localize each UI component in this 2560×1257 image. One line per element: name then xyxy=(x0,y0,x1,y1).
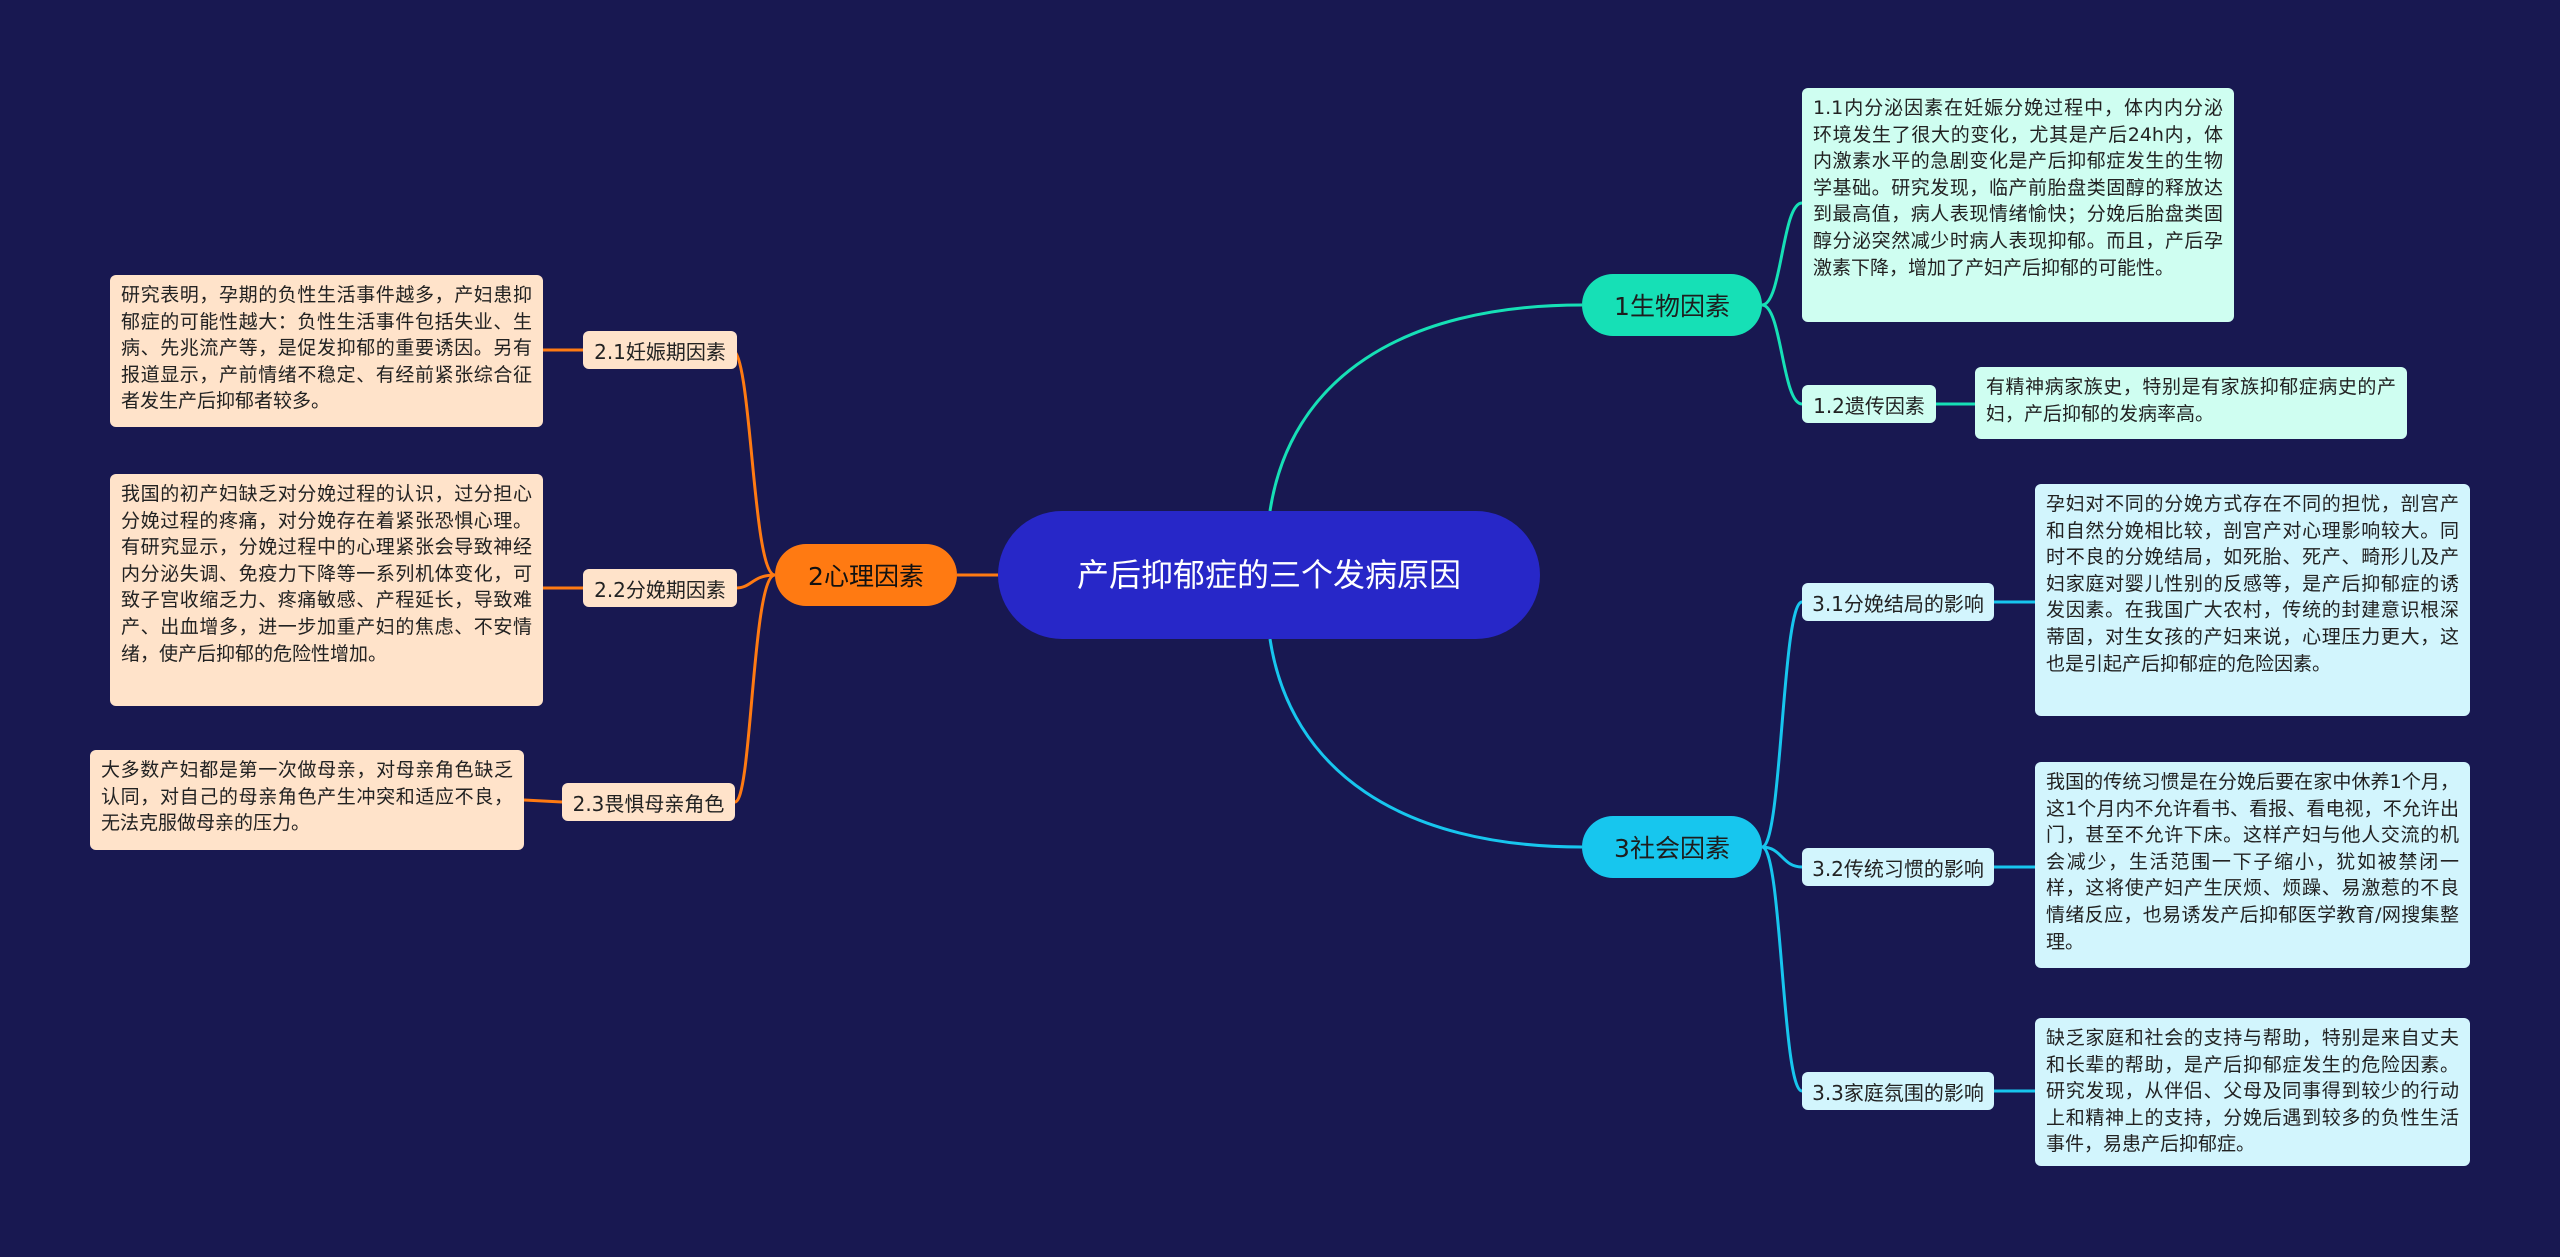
sub-2-2-delivery[interactable]: 2.2分娩期因素 xyxy=(583,569,737,607)
sub-3-1-delivery-outcome[interactable]: 3.1分娩结局的影响 xyxy=(1802,583,1994,621)
link-bio-1-2 xyxy=(1761,303,1803,406)
link-bio-1-1 xyxy=(1761,201,1803,307)
root-topic[interactable]: 产后抑郁症的三个发病原因 xyxy=(998,511,1540,639)
leaf-2-3-mother-role[interactable]: 大多数产妇都是第一次做母亲，对母亲角色缺乏认同，对自己的母亲角色产生冲突和适应不… xyxy=(90,750,524,850)
branch-biological-factors[interactable]: 1生物因素 xyxy=(1582,274,1762,336)
leaf-3-1-delivery-outcome[interactable]: 孕妇对不同的分娩方式存在不同的担忧，剖宫产和自然分娩相比较，剖宫产对心理影响较大… xyxy=(2035,484,2470,716)
sub-1-2-genetic[interactable]: 1.2遗传因素 xyxy=(1802,385,1936,423)
leaf-2-1-pregnancy[interactable]: 研究表明，孕期的负性生活事件越多，产妇患抑郁症的可能性越大：负性生活事件包括失业… xyxy=(110,275,543,427)
link-social-3-3 xyxy=(1761,845,1803,1093)
leaf-3-3-family-atmosphere[interactable]: 缺乏家庭和社会的支持与帮助，特别是来自丈夫和长辈的帮助，是产后抑郁症发生的危险因… xyxy=(2035,1018,2470,1166)
branch-social-factors[interactable]: 3社会因素 xyxy=(1582,816,1762,878)
link-psych-2-1 xyxy=(731,348,776,577)
link-root-bio xyxy=(1268,303,1583,512)
leaf-3-2-traditional-customs[interactable]: 我国的传统习惯是在分娩后要在家中休养1个月，这1个月内不允许看书、看报、看电视，… xyxy=(2035,762,2470,968)
link-root-social xyxy=(1268,638,1583,849)
leaf-1-2-genetic[interactable]: 有精神病家族史，特别是有家族抑郁症病史的产妇，产后抑郁的发病率高。 xyxy=(1975,367,2407,439)
sub-3-2-traditional-customs[interactable]: 3.2传统习惯的影响 xyxy=(1802,848,1994,886)
link-social-3-2 xyxy=(1761,845,1803,869)
sub-1-1-endocrine[interactable]: 1.1内分泌因素在妊娠分娩过程中，体内内分泌环境发生了很大的变化，尤其是产后24… xyxy=(1802,88,2234,322)
sub-2-1-pregnancy[interactable]: 2.1妊娠期因素 xyxy=(583,331,737,369)
link-social-3-1 xyxy=(1761,600,1803,849)
leaf-2-2-delivery[interactable]: 我国的初产妇缺乏对分娩过程的认识，过分担心分娩过程的疼痛，对分娩存在着紧张恐惧心… xyxy=(110,474,543,706)
link-psych-2-3 xyxy=(733,573,776,804)
branch-psychological-factors[interactable]: 2心理因素 xyxy=(775,544,957,606)
sub-3-3-family-atmosphere[interactable]: 3.3家庭氛围的影响 xyxy=(1802,1072,1994,1110)
link-psych-2-2 xyxy=(735,573,776,590)
link-psych-2-3-leaf xyxy=(523,798,563,804)
sub-2-3-mother-role[interactable]: 2.3畏惧母亲角色 xyxy=(562,783,735,821)
